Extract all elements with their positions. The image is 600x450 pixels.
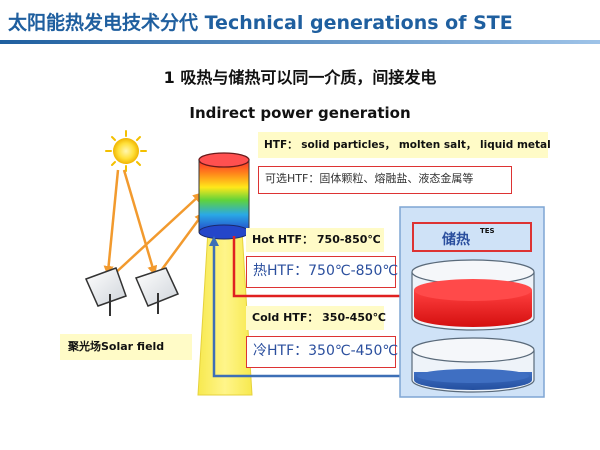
ray-sun-to-mirror-left	[103, 169, 120, 276]
mirror-icon	[134, 267, 180, 314]
tes-label: 储热 TES	[412, 222, 532, 252]
tes-label-superscript: TES	[480, 227, 495, 235]
subtitle-chinese: 1 吸热与储热可以同一介质，间接发电	[163, 68, 437, 87]
hot-htf-english-label: Hot HTF： 750-850℃	[246, 228, 384, 252]
cold-htf-english-label: Cold HTF： 350-450℃	[246, 306, 386, 330]
tank-icon	[411, 259, 535, 331]
sun-icon	[105, 130, 147, 172]
mirror-icon	[84, 267, 127, 316]
reflected-rays	[111, 192, 205, 277]
solar-field-label: 聚光场Solar field	[60, 334, 192, 360]
subtitle-english: Indirect power generation	[189, 104, 411, 122]
header-bar: 太阳能热发电技术分代 Technical generations of STE	[0, 0, 600, 44]
ray-mirror-right-to-receiver	[158, 211, 205, 273]
tank-icon	[411, 337, 535, 393]
ray-mirror-left-to-receiver	[111, 192, 203, 277]
sunlight-rays	[103, 169, 158, 276]
ray-sun-to-mirror-right	[122, 169, 158, 276]
receiver-icon	[198, 152, 250, 240]
cold-htf-chinese-label: 冷HTF：350℃-450℃	[246, 336, 398, 368]
tower	[197, 229, 253, 396]
page-title: 太阳能热发电技术分代 Technical generations of STE	[8, 12, 513, 34]
htf-english-label: HTF： solid particles， molten salt， liqui…	[258, 132, 551, 158]
header-divider	[0, 40, 600, 44]
hot-htf-flow	[232, 236, 412, 301]
hot-htf-chinese-label: 热HTF：750℃-850℃	[246, 256, 398, 288]
tes-label-main: 储热	[442, 232, 470, 248]
htf-chinese-label: 可选HTF：固体颗粒、熔融盐、液态金属等	[258, 166, 512, 194]
cold-htf-flow	[209, 236, 412, 378]
